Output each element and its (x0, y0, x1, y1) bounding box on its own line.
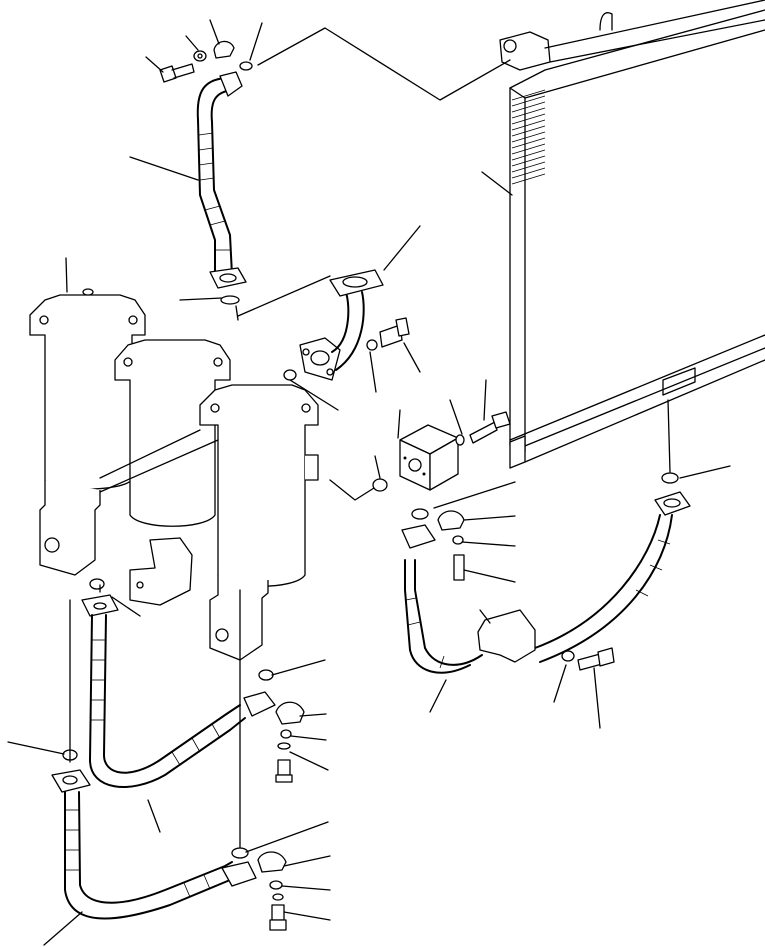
lower-hose-left (81, 578, 276, 788)
lower-hose-right (401, 472, 691, 674)
radiator-cooler (499, 0, 765, 469)
filter-left (29, 288, 146, 576)
leader-lines (7, 19, 731, 946)
upper-hose-hardware (159, 40, 253, 305)
mounting-block (372, 411, 511, 492)
filter-rails (99, 429, 219, 493)
lower-hardware (257, 701, 305, 931)
upper-hose (196, 71, 247, 289)
elbow-hardware (283, 317, 410, 381)
lower-hose-bottom (51, 749, 257, 920)
filter-middle (114, 339, 231, 606)
elbow-pipe (299, 269, 384, 381)
filter-right (199, 384, 319, 661)
